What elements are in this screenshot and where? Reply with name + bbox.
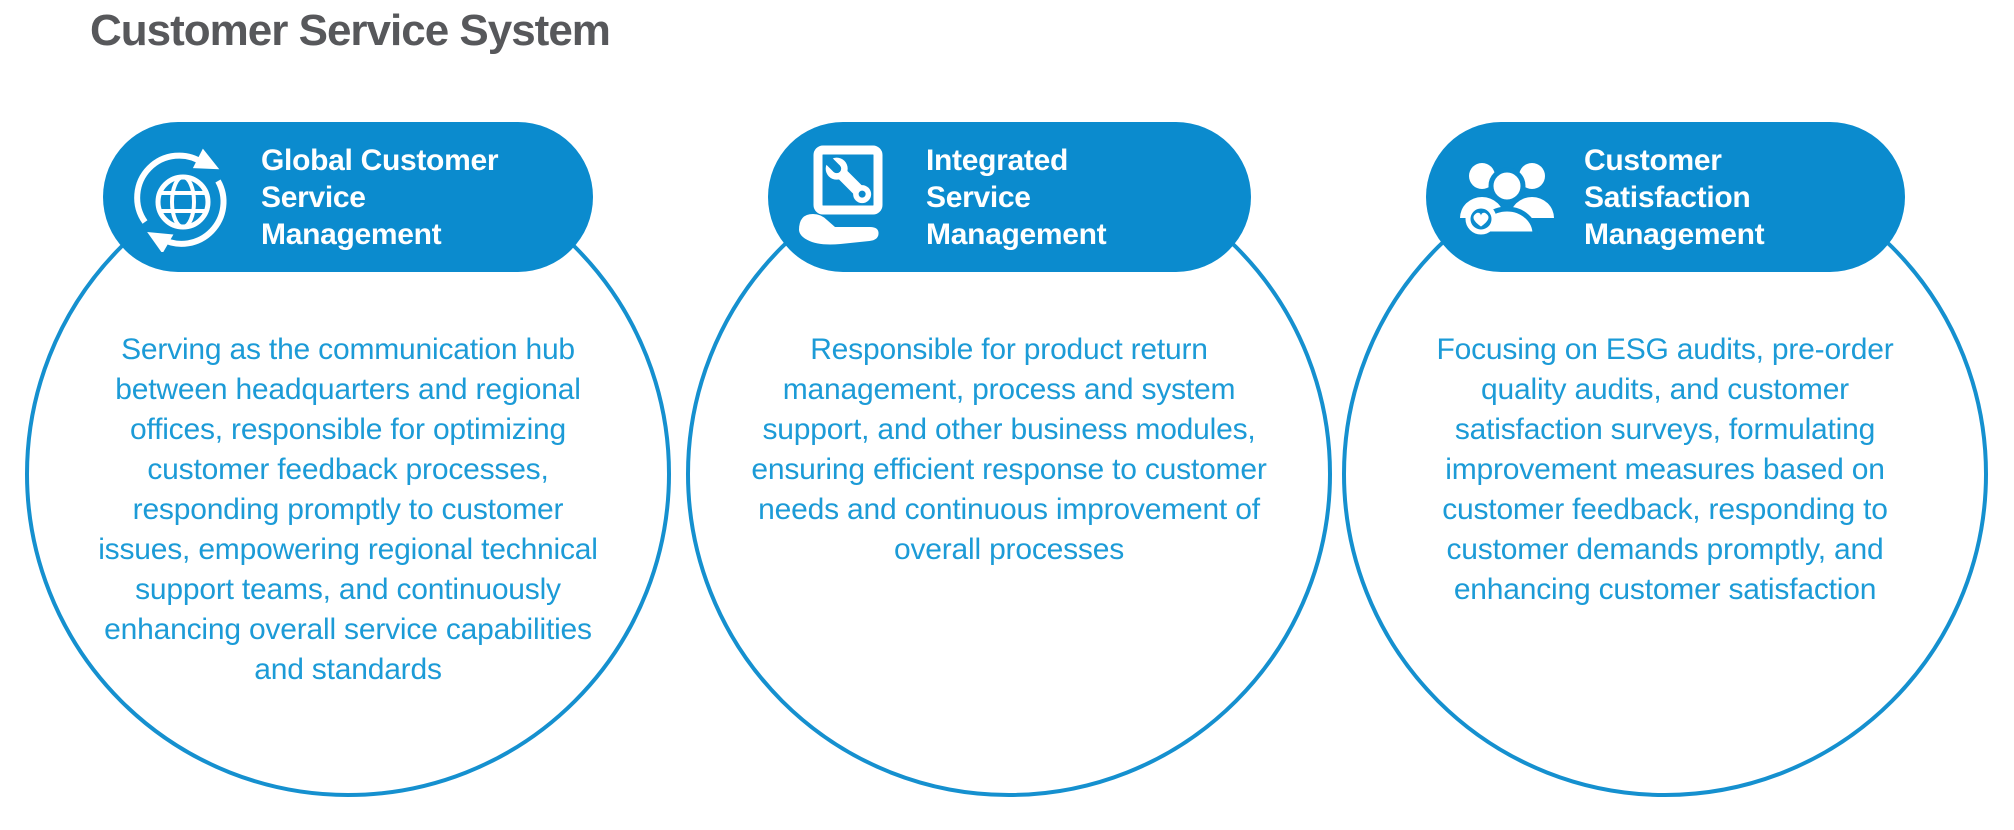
card-header: Integrated Service Management xyxy=(768,122,1251,272)
service-hand-wrench-icon xyxy=(794,142,904,252)
globe-sync-icon xyxy=(129,142,239,252)
card-description: Responsible for product return managemen… xyxy=(751,333,1267,566)
card-title: Global Customer Service Management xyxy=(261,143,499,251)
card-header: Global Customer Service Management xyxy=(103,122,593,272)
page-title: Customer Service System xyxy=(90,6,611,55)
card-title: Customer Satisfaction Management xyxy=(1584,143,1765,251)
card-title: Integrated Service Management xyxy=(926,143,1107,251)
customer-group-heart-icon xyxy=(1452,142,1562,252)
card-description: Focusing on ESG audits, pre-order qualit… xyxy=(1436,333,1894,606)
card-description: Serving as the communication hub between… xyxy=(98,333,598,686)
card-header: Customer Satisfaction Management xyxy=(1426,122,1905,272)
